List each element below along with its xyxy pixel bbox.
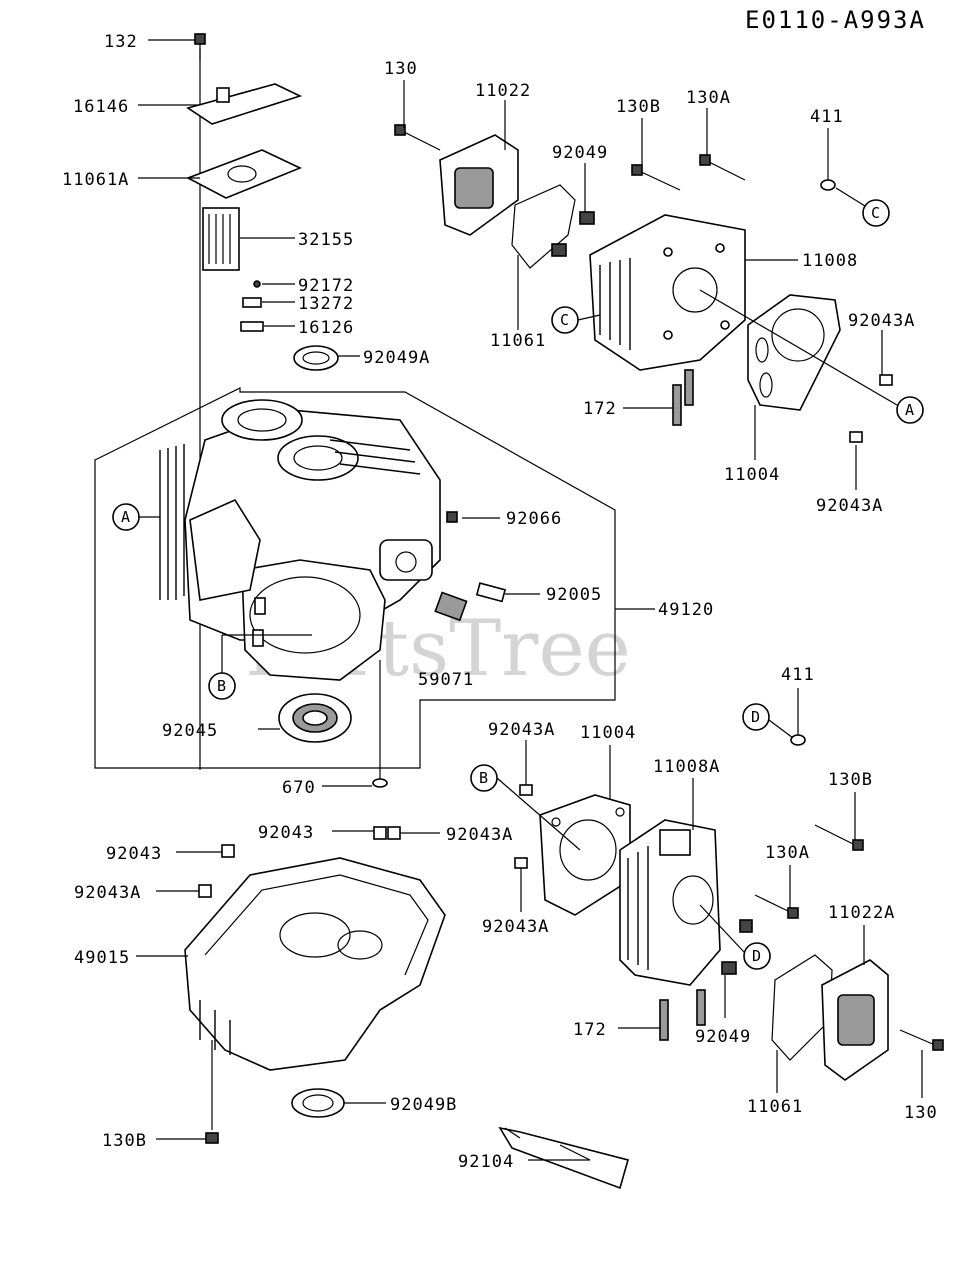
callout-92043A-d: 92043A: [74, 883, 141, 903]
callout-92104: 92104: [458, 1152, 514, 1172]
callout-labels: 132 16146 11061A 32155 92172 13272 16126…: [62, 32, 938, 1172]
callout-11022A: 11022A: [828, 903, 895, 923]
crankcase: [184, 826, 629, 1190]
ref-b-2: B: [470, 764, 581, 851]
ref-d-2: D: [699, 904, 771, 970]
callout-92049B: 92049B: [390, 1095, 457, 1115]
callout-92005: 92005: [546, 585, 602, 605]
ref-b-1: B: [208, 634, 312, 700]
callout-11061-top: 11061: [490, 331, 546, 351]
block-fasteners: [278, 511, 507, 788]
callout-92043A-e: 92043A: [482, 917, 549, 937]
callout-11022: 11022: [475, 81, 531, 101]
callout-11008: 11008: [802, 251, 858, 271]
callout-92043-c: 92043: [106, 844, 162, 864]
callout-32155: 32155: [298, 230, 354, 250]
callout-411-top: 411: [810, 107, 844, 127]
ref-d-label-1: D: [751, 708, 761, 726]
leader-lines: [136, 39, 923, 1161]
cylinder-head-lower: [514, 734, 944, 1081]
callout-92043A-r2: 92043A: [816, 496, 883, 516]
callout-11008A: 11008A: [653, 757, 720, 777]
callout-130-bot: 130: [904, 1103, 938, 1123]
callout-172-bot: 172: [573, 1020, 607, 1040]
callout-92043A-b: 92043A: [446, 825, 513, 845]
callout-92049-bot: 92049: [695, 1027, 751, 1047]
callout-16126: 16126: [298, 318, 354, 338]
ref-c-2: C: [551, 306, 601, 334]
callout-49120: 49120: [658, 600, 714, 620]
callout-411-mid: 411: [781, 665, 815, 685]
callout-92049A: 92049A: [363, 348, 430, 368]
callout-172-top: 172: [583, 399, 617, 419]
callout-130B-top: 130B: [616, 97, 661, 117]
callout-130B-mid: 130B: [828, 770, 873, 790]
callout-11004-top: 11004: [724, 465, 780, 485]
callout-92043A-r1: 92043A: [848, 311, 915, 331]
callout-13272: 13272: [298, 294, 354, 314]
callout-130A-top: 130A: [686, 88, 731, 108]
callout-92045: 92045: [162, 721, 218, 741]
ref-d-label-2: D: [752, 947, 762, 965]
ref-c-label-2: C: [560, 311, 570, 329]
callout-132: 132: [104, 32, 138, 52]
callout-59071: 59071: [418, 670, 474, 690]
callout-16146: 16146: [73, 97, 129, 117]
callout-130-top: 130: [384, 59, 418, 79]
callout-11061A: 11061A: [62, 170, 129, 190]
ref-a-1: A: [699, 289, 924, 424]
ref-c-label-1: C: [871, 204, 881, 222]
callout-49015: 49015: [74, 948, 130, 968]
ref-a-label-2: A: [121, 508, 131, 526]
ref-d-1: D: [742, 703, 794, 739]
ref-b-label-1: B: [217, 677, 227, 695]
callout-92049-top: 92049: [552, 143, 608, 163]
callout-130B-bot: 130B: [102, 1131, 147, 1151]
ref-c-1: C: [835, 187, 890, 227]
callout-92066: 92066: [506, 509, 562, 529]
ref-a-2: A: [112, 503, 160, 531]
callout-92172: 92172: [298, 276, 354, 296]
callout-670: 670: [282, 778, 316, 798]
callout-11004-bot: 11004: [580, 723, 636, 743]
callout-130A-bot: 130A: [765, 843, 810, 863]
callout-11061-bot: 11061: [747, 1097, 803, 1117]
cylinder-head-upper: [394, 124, 893, 443]
ref-b-label-2: B: [479, 769, 489, 787]
callout-92043-a: 92043: [258, 823, 314, 843]
breather-cover-group: [186, 33, 339, 770]
ref-a-label-1: A: [905, 401, 915, 419]
diagram-code: E0110-A993A: [745, 6, 926, 34]
cylinder-block: [94, 387, 616, 769]
callout-92043A-m: 92043A: [488, 720, 555, 740]
